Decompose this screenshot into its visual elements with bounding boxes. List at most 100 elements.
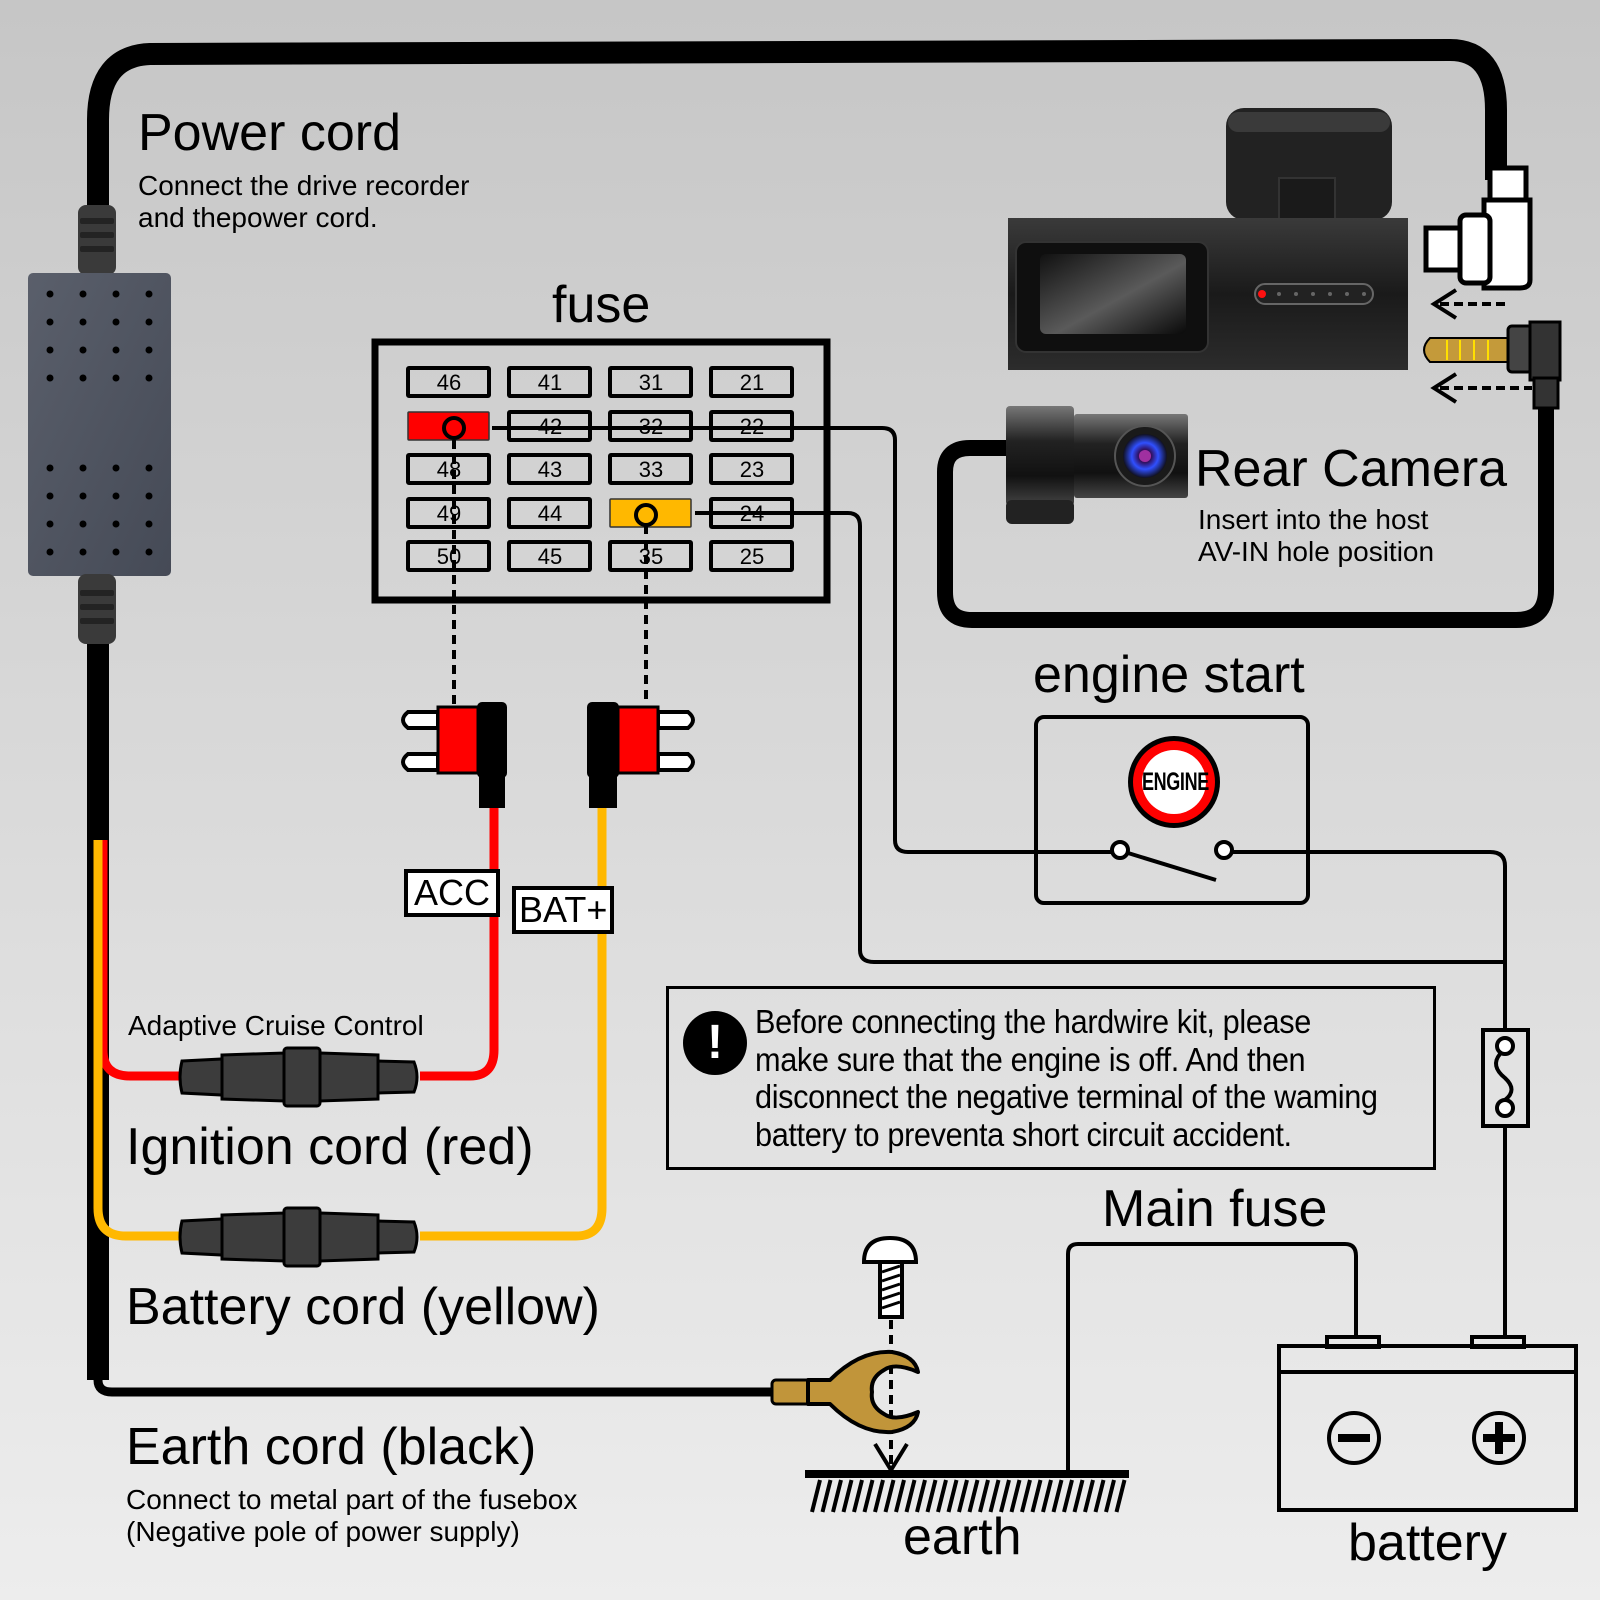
dash-cam — [1008, 108, 1408, 370]
fuse-slot-label: 35 — [639, 544, 663, 569]
rear-camera-cable — [937, 408, 1554, 628]
earth-ground-icon — [805, 1470, 1129, 1513]
fuse-slot-label: 46 — [437, 370, 461, 395]
fuse-slot-50: 50 — [406, 540, 491, 572]
battery-wire-yellow-right — [420, 808, 607, 1241]
rear-camera — [1006, 406, 1188, 524]
vent-hole — [79, 548, 87, 556]
fuse-slot-31: 31 — [608, 366, 693, 398]
vent-hole — [145, 520, 153, 528]
power-cord-title: Power cord — [138, 104, 401, 162]
engine-button-label: ENGINE — [1142, 768, 1209, 796]
ignition-wire-red-right — [420, 808, 499, 1081]
engine-start-title: engine start — [1033, 646, 1305, 704]
switch-contact-left — [1110, 840, 1130, 860]
hardwire-converter-box — [28, 205, 171, 644]
ignition-cord-label: Ignition cord (red) — [126, 1118, 534, 1176]
earth-label: earth — [903, 1508, 1022, 1566]
vent-hole — [145, 346, 153, 354]
fuse-slot-35: 35 — [608, 540, 693, 572]
vent-hole — [79, 520, 87, 528]
fuse-slot-label: 43 — [538, 457, 562, 482]
acc-signal-wire — [492, 426, 1118, 854]
earth-cord-desc-line1: Connect to metal part of the fusebox — [126, 1484, 578, 1515]
battery-cord-label: Battery cord (yellow) — [126, 1278, 600, 1336]
fuse-slot-label: 25 — [740, 544, 764, 569]
rear-camera-title: Rear Camera — [1195, 440, 1508, 498]
fuse-slot-label: 41 — [538, 370, 562, 395]
fuse-slot-label: 31 — [639, 370, 663, 395]
rear-camera-desc-line2: AV-IN hole position — [1198, 536, 1435, 567]
fuse-slot-label: 48 — [437, 457, 461, 482]
vent-hole — [112, 318, 120, 326]
acc-tag: ACC — [404, 869, 501, 917]
vent-hole — [46, 290, 54, 298]
earth-wire-black — [93, 1379, 775, 1397]
fuse-slot-43: 43 — [507, 453, 592, 485]
vent-hole — [46, 548, 54, 556]
screw-icon — [861, 1235, 919, 1319]
power-cord-desc-line1: Connect the drive recorder — [138, 170, 470, 201]
vent-hole — [79, 464, 87, 472]
vent-hole — [79, 374, 87, 382]
vent-hole — [112, 492, 120, 500]
warning-line-2: make sure that the engine is off. And th… — [755, 1040, 1306, 1078]
main-fuse-label: Main fuse — [1102, 1180, 1328, 1238]
switch-contact-right — [1214, 840, 1234, 860]
vent-hole — [79, 492, 87, 500]
fuse-slot-47 — [407, 411, 490, 441]
vent-hole — [112, 520, 120, 528]
bat-signal-wire — [695, 511, 1505, 964]
vent-hole — [46, 374, 54, 382]
fuse-slot-label: 21 — [740, 370, 764, 395]
main-fuse-symbol — [1481, 1028, 1530, 1128]
fuse-slot-label: 44 — [538, 501, 562, 526]
fuse-box-title: fuse — [552, 276, 651, 334]
fuse-slot-41: 41 — [507, 366, 592, 398]
engine-start-box — [1034, 715, 1310, 905]
negative-terminal-icon — [1327, 1411, 1381, 1465]
fuse-tap-bat — [587, 702, 695, 808]
fuse-slot-label: 23 — [740, 457, 764, 482]
vent-hole — [145, 290, 153, 298]
earth-to-battery-wire — [1066, 1242, 1358, 1472]
warning-text: Before connecting the hardwire kit, plea… — [755, 1003, 1378, 1153]
fork-terminal-icon — [770, 1349, 920, 1435]
warning-line-1: Before connecting the hardwire kit, plea… — [755, 1003, 1311, 1040]
fuse-slot-49: 49 — [406, 497, 491, 529]
fuse-tap-acc — [401, 702, 507, 808]
earth-cord-title: Earth cord (black) — [126, 1418, 537, 1476]
ignition-wire-red — [98, 830, 180, 1081]
av-jack-connector — [1423, 320, 1562, 410]
vent-hole — [79, 318, 87, 326]
inline-fuse-holder-ignition — [178, 1046, 419, 1108]
power-cord-wire — [87, 39, 1507, 1380]
vent-hole — [145, 374, 153, 382]
fuse-slot-44: 44 — [507, 497, 592, 529]
fuse-slot-label: 45 — [538, 544, 562, 569]
fuse-slot-21: 21 — [709, 366, 794, 398]
warning-line-3: disconnect the negative terminal of the … — [755, 1078, 1378, 1115]
fuse-slot-45: 45 — [507, 540, 592, 572]
bat-tag: BAT+ — [512, 886, 615, 934]
vent-hole — [46, 492, 54, 500]
rear-camera-desc-line1: Insert into the host — [1198, 504, 1429, 535]
power-cord-desc-line2: and thepower cord. — [138, 202, 378, 233]
engine-out-wire — [1226, 850, 1507, 1340]
usb-connector — [1423, 165, 1533, 291]
battery-wire-yellow — [93, 830, 180, 1241]
vent-hole — [112, 346, 120, 354]
battery-label: battery — [1348, 1514, 1507, 1572]
fuse-slot-23: 23 — [709, 453, 794, 485]
tap-point-icon — [442, 416, 466, 440]
warning-line-4: battery to preventa short circuit accide… — [755, 1115, 1292, 1153]
fuse-slot-33: 33 — [608, 453, 693, 485]
vent-hole — [46, 464, 54, 472]
fuse-slot-25: 25 — [709, 540, 794, 572]
battery — [1277, 1335, 1578, 1512]
earth-cord-desc-line2: (Negative pole of power supply) — [126, 1516, 520, 1547]
vent-hole — [46, 520, 54, 528]
vent-hole — [46, 318, 54, 326]
